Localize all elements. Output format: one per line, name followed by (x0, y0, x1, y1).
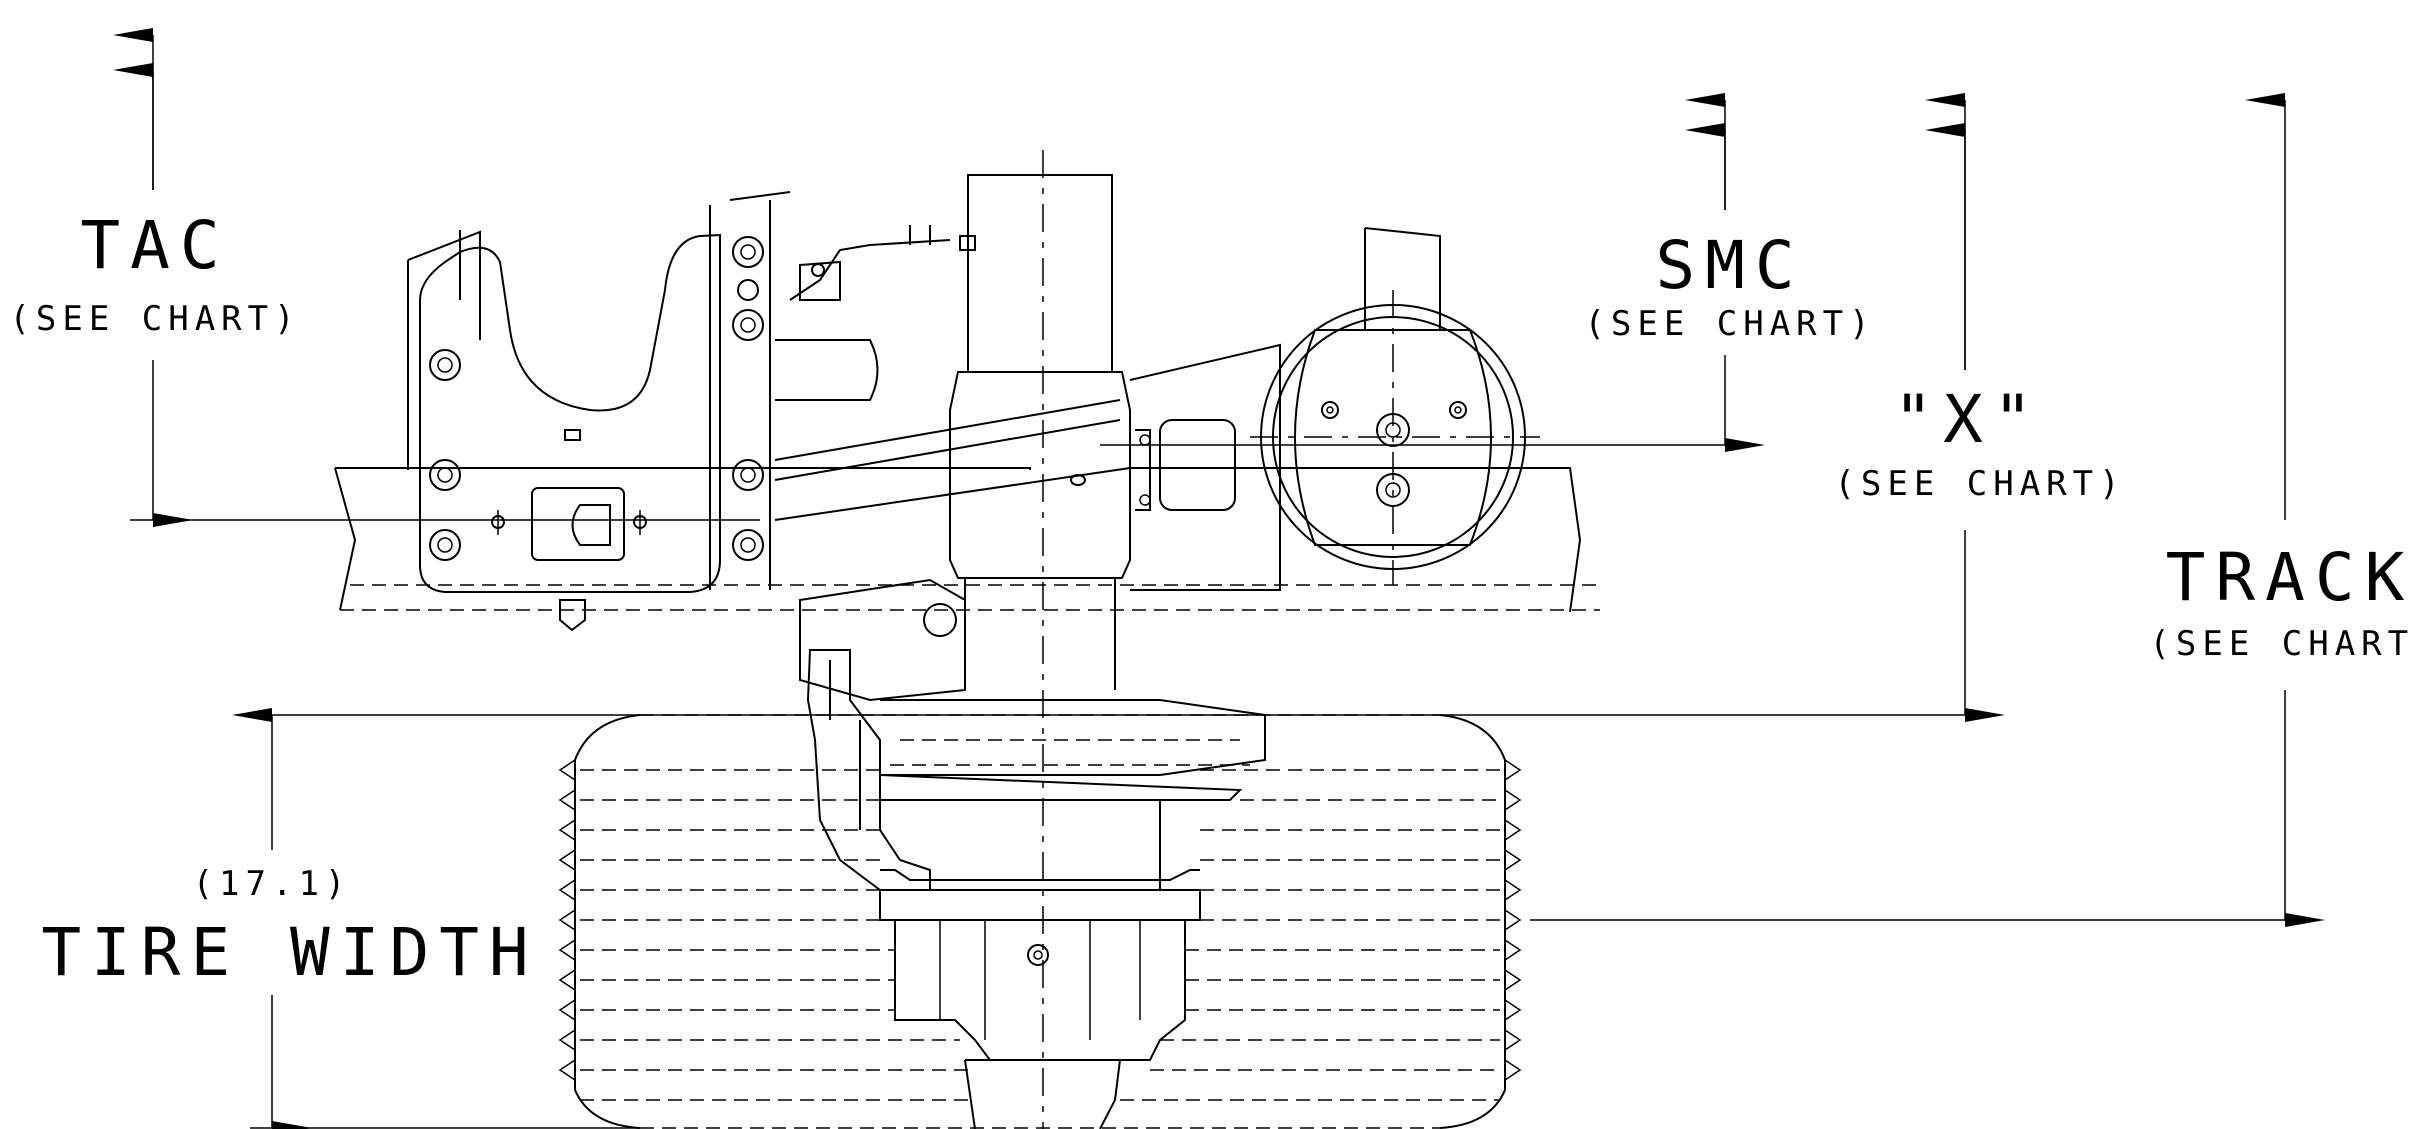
tire-width-label: TIRE WIDTH (41, 914, 538, 991)
x-note: (SEE CHART) (1834, 464, 2125, 504)
x-label: "X" (1893, 381, 2042, 458)
track-dimension-line (1530, 93, 2325, 927)
smc-label: SMC (1655, 227, 1804, 304)
smc-note: (SEE CHART) (1584, 304, 1875, 344)
brake-assembly (799, 578, 1266, 891)
frame-rail (334, 467, 1600, 613)
tire-width-dimension-line (232, 708, 640, 1129)
beam-and-air-spring (774, 225, 1281, 591)
track-label: TRACK (2166, 539, 2415, 616)
tire-width-value: (17.1) (193, 864, 352, 904)
x-dimension-line (250, 93, 2005, 722)
hanger-bracket (407, 191, 791, 632)
track-note: (SEE CHART) (2149, 624, 2418, 664)
tac-note: (SEE CHART) (9, 299, 300, 339)
axle-flange (1250, 227, 1540, 585)
wheel-hub (879, 799, 1201, 1129)
tac-label: TAC (80, 207, 229, 284)
smc-dimension-line (1100, 93, 1765, 452)
axle-seat (949, 150, 1131, 1129)
tire (558, 714, 1522, 1129)
tac-dimension-line (113, 28, 760, 527)
